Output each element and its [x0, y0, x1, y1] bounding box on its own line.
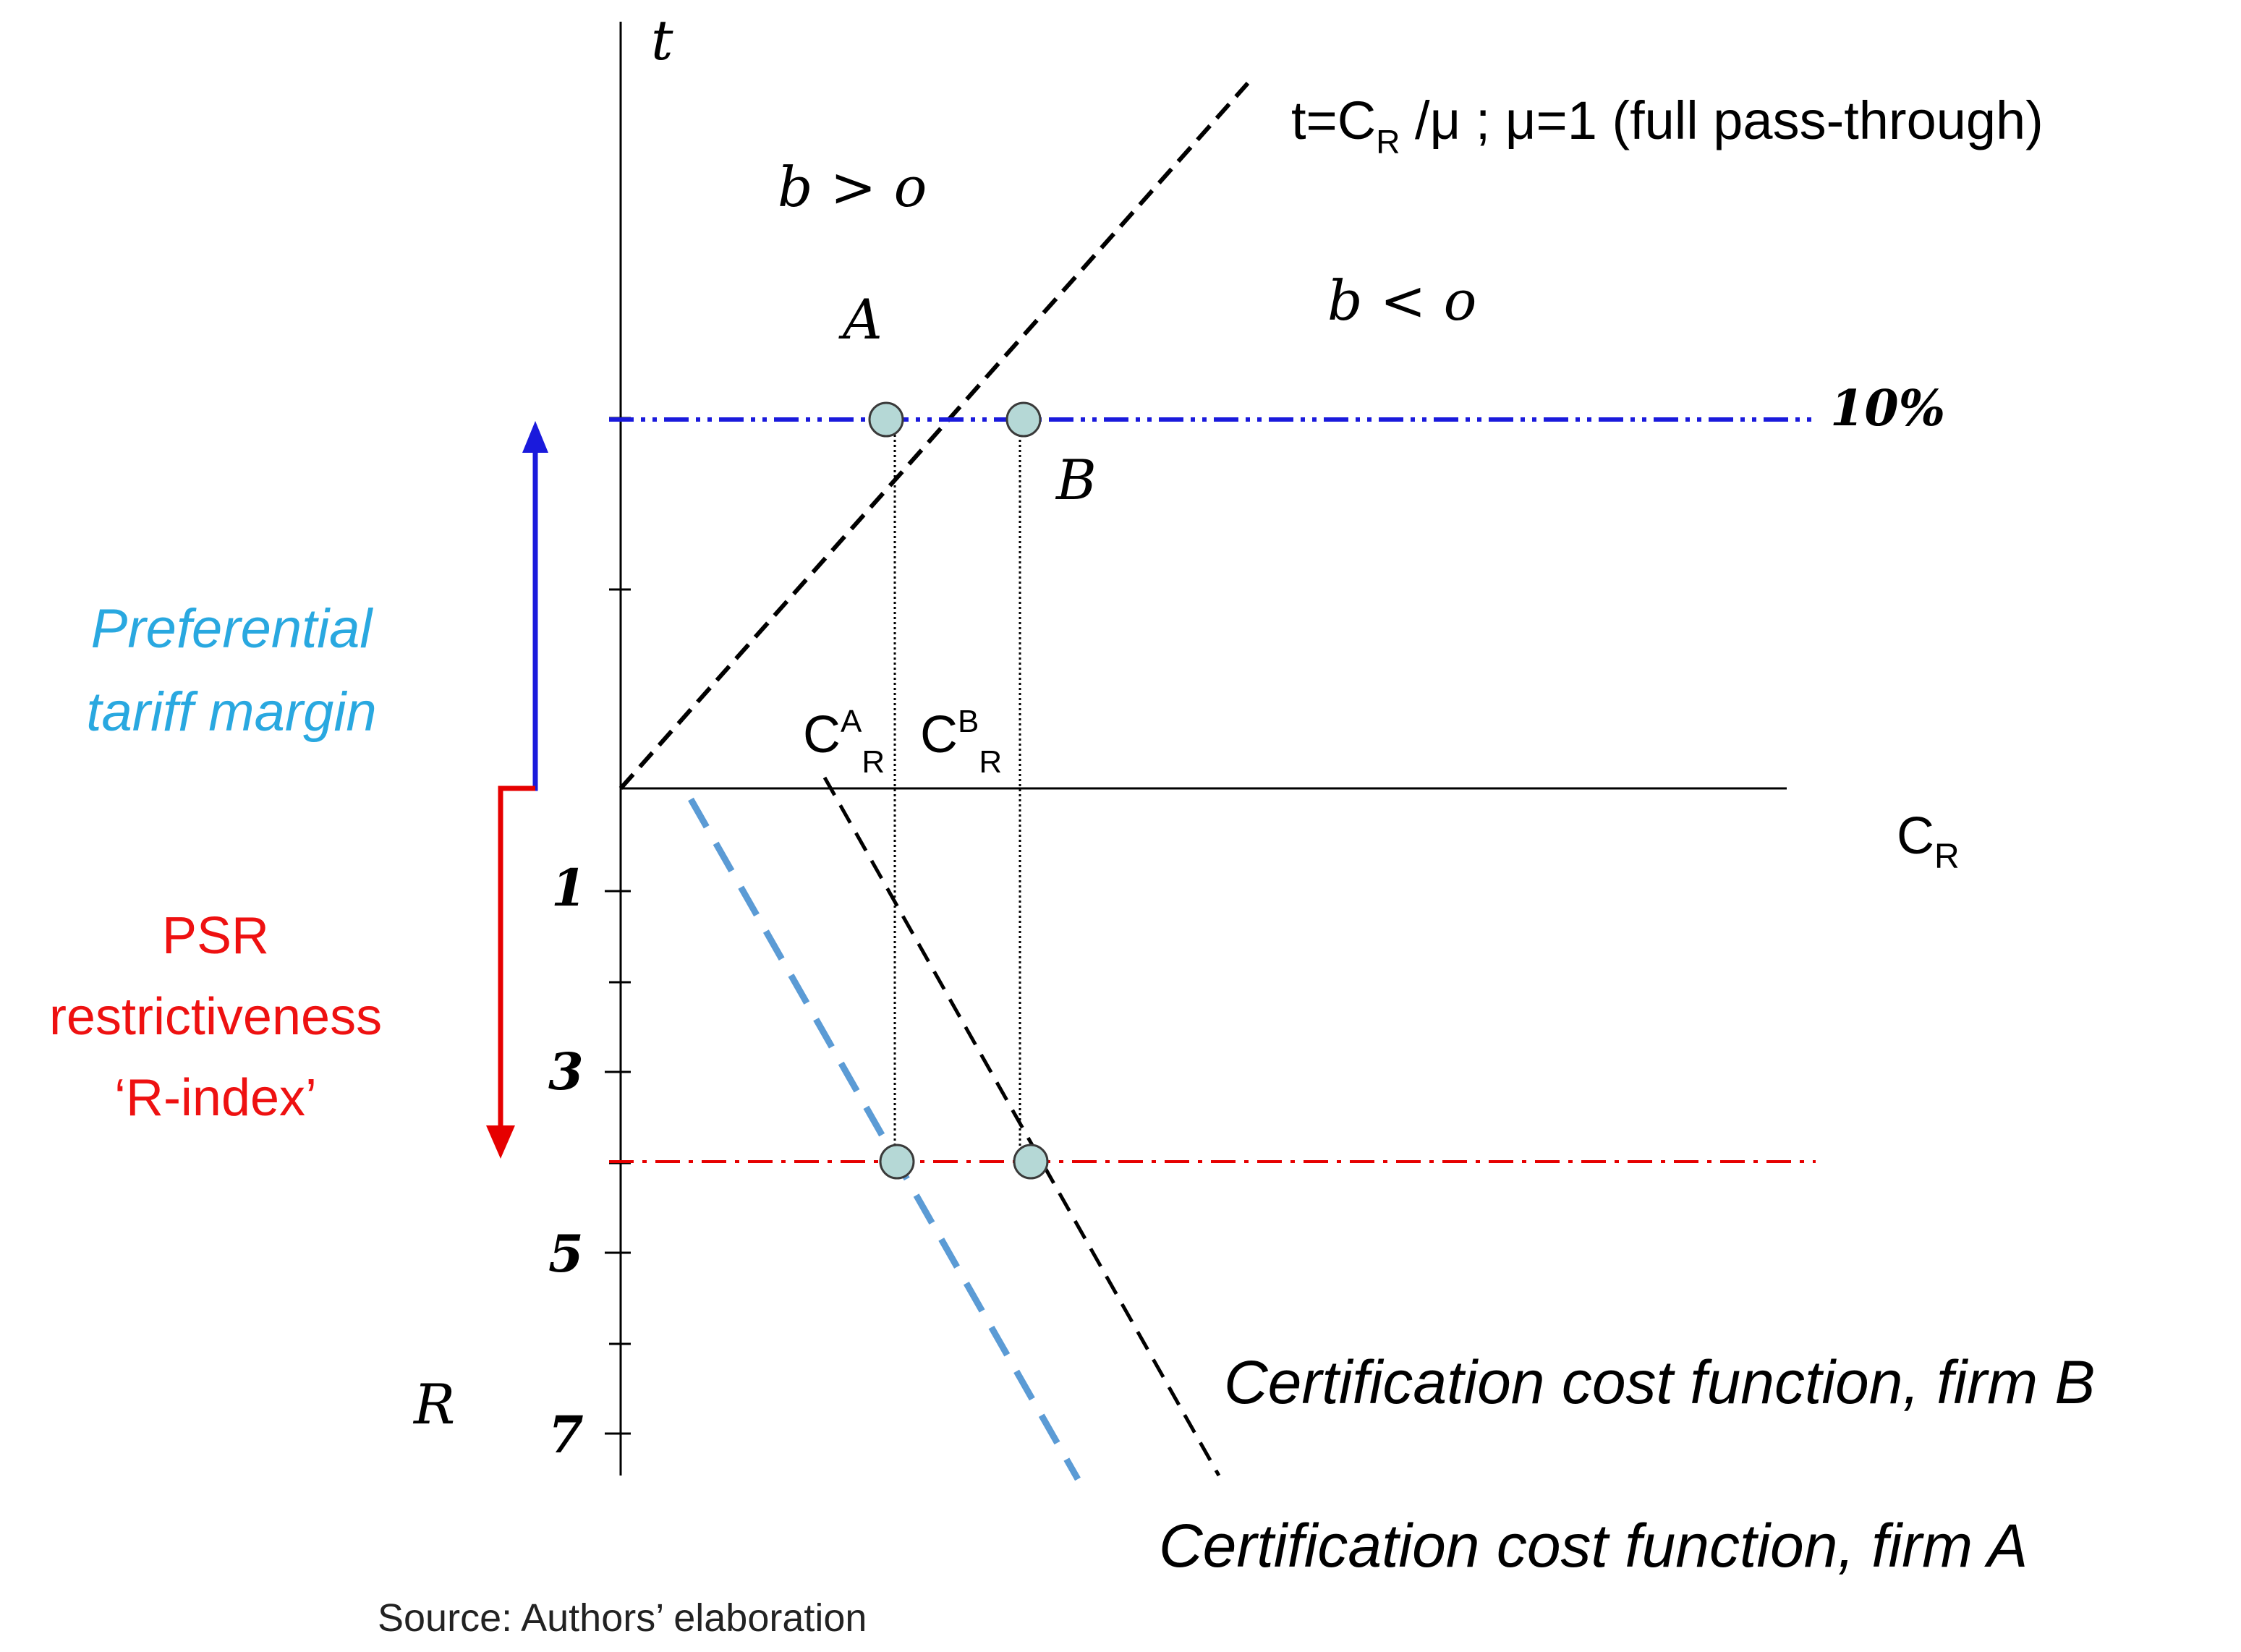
r-tick-label-3: 3: [548, 1042, 584, 1102]
tariff-label: 10%: [1830, 380, 1945, 438]
pass-through-label: t=CR /μ ; μ=1 (full pass-through): [1291, 90, 2044, 161]
pass-through-line: [618, 82, 1250, 790]
y-axis-label: t: [651, 8, 673, 72]
x-axis-label: CR: [1897, 807, 1960, 876]
psr-label-line2: restrictiveness: [49, 988, 382, 1046]
region-lower-label: b < o: [1327, 268, 1476, 333]
margin-label-line1: Preferential: [91, 598, 374, 660]
r-tick-label-5: 5: [548, 1224, 584, 1284]
psr-arrow-head: [486, 1125, 515, 1159]
cost-label-a: CAR: [803, 704, 885, 780]
point-a-lower: [879, 1144, 915, 1180]
firm-b-function-label: Certification cost function, firm B: [1224, 1348, 2095, 1416]
point-a-label: A: [838, 287, 883, 352]
point-a: [868, 401, 904, 438]
point-b: [1005, 401, 1042, 438]
firm-a-function-label: Certification cost function, firm A: [1159, 1512, 2028, 1580]
psr-arrow: [498, 785, 535, 1128]
margin-arrow-head: [522, 421, 548, 453]
firm-b-cost-curve: [822, 776, 1221, 1477]
r-tick-label-7: 7: [548, 1405, 584, 1465]
margin-arrow: [501, 447, 538, 791]
point-b-lower: [1013, 1144, 1049, 1180]
r-axis-label: R: [412, 1372, 455, 1436]
psr-label-line3: ‘R-index’: [114, 1069, 317, 1127]
r-tick-label-1: 1: [551, 858, 587, 918]
firm-a-cost-curve: [688, 797, 1081, 1481]
cost-label-b: CBR: [920, 704, 1002, 780]
psr-label-line1: PSR: [162, 907, 269, 965]
region-upper-label: b > o: [778, 155, 927, 219]
point-b-label: B: [1055, 448, 1097, 512]
source-note: Source: Authors’ elaboration: [378, 1596, 867, 1640]
margin-label-line2: tariff margin: [86, 681, 376, 743]
